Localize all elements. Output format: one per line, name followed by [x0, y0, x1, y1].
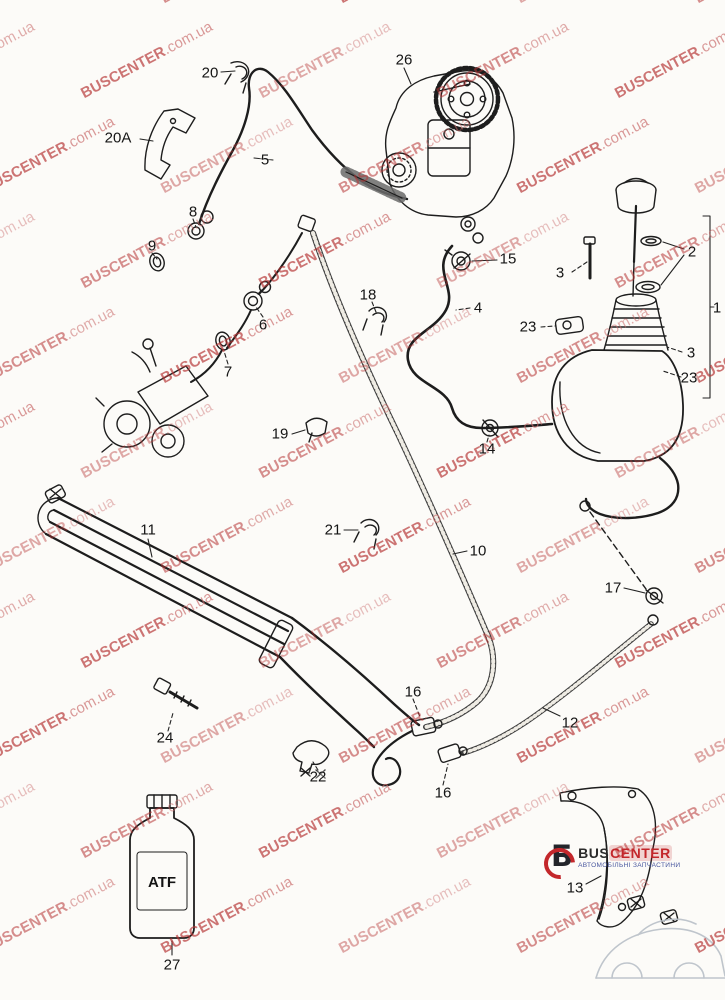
cooler-pipes-11: [37, 484, 421, 749]
bracket-22-part: [292, 740, 330, 779]
fitting-16a-part: [371, 716, 443, 787]
atf-bottle: [129, 794, 195, 939]
leader-lines: [139, 67, 715, 956]
atf-bottle-label: ATF: [148, 874, 176, 891]
pump-assembly: [381, 65, 515, 244]
buscenter-logo: Б BUSCENTER АВТОМОБІЛЬНІ ЗАПЧАСТИНИ: [551, 839, 681, 873]
buscenter-logo-icon: Б: [551, 839, 574, 873]
logo-text-block: BUSCENTER АВТОМОБІЛЬНІ ЗАПЧАСТИНИ: [578, 845, 681, 869]
seal-ring-7-part: [215, 331, 231, 351]
clip-19-part: [305, 417, 328, 443]
steering-gear: [95, 309, 252, 458]
guide-line-reservoir-to-hose12: [589, 511, 647, 590]
logo-title: BUSCENTER: [578, 845, 680, 861]
hose-12: [437, 614, 659, 763]
bolt-24-part: [153, 677, 199, 710]
clip-parts-bottom-right: [626, 895, 679, 925]
hose-10: [258, 214, 497, 730]
logo-subtitle: АВТОМОБІЛЬНІ ЗАПЧАСТИНИ: [578, 862, 681, 869]
clip-20-part: [224, 61, 250, 94]
reservoir-assembly: [551, 177, 684, 520]
car-sketch: [595, 918, 725, 979]
bracket-20a-part: [144, 108, 196, 180]
clip-18-part: [362, 306, 388, 336]
logo-text-center: CENTER: [609, 845, 672, 861]
hose-5: [149, 67, 409, 272]
clamp-15-part: [444, 249, 471, 271]
hose-4: [406, 244, 554, 438]
clip-21-part: [353, 518, 380, 550]
clamp-17-part: [645, 587, 664, 605]
bracket-13-part: [559, 786, 657, 928]
logo-text-bus: BUS: [578, 845, 610, 861]
